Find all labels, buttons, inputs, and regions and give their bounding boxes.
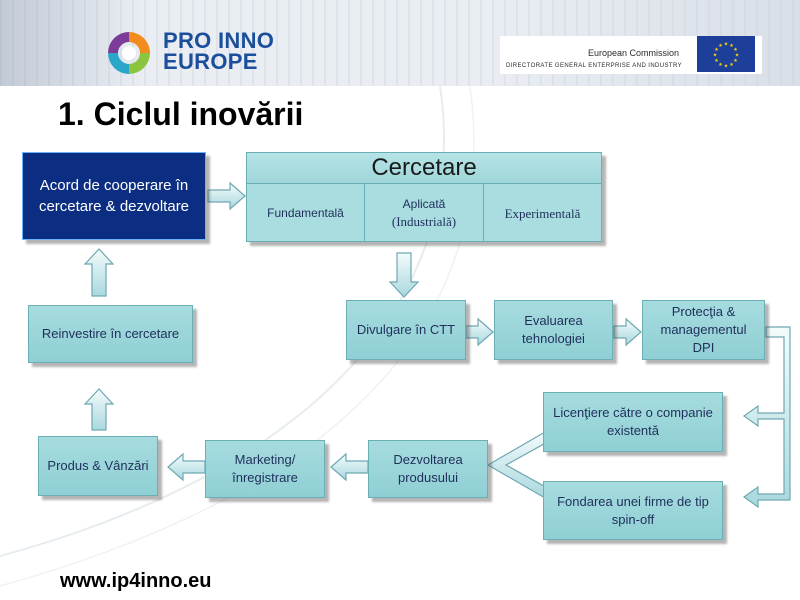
ec-directorate: DIRECTORATE GENERAL ENTERPRISE AND INDUS…: [506, 63, 683, 69]
eu-star-icon: ★: [735, 53, 740, 59]
box-protectia: Protecţia & managementul DPI: [642, 300, 765, 360]
box-marketing: Marketing/ înregistrare: [205, 440, 325, 498]
arrow-reinvestire-to-acord: [83, 248, 115, 297]
brand-name: PRO INNO EUROPE: [163, 28, 275, 74]
arrow-divulgare-to-evaluarea: [465, 317, 494, 347]
produs-label: Produs & Vânzări: [47, 458, 149, 473]
cell-experimentala: Experimentală: [484, 184, 601, 242]
footer-url: www.ip4inno.eu: [60, 570, 212, 592]
protectia-label: Protecţia & managementul DPI: [660, 304, 747, 355]
box-cercetare: Cercetare Fundamentală Aplicată (Industr…: [246, 152, 602, 242]
eu-star-icon: ★: [714, 47, 719, 53]
cell-fundamentala: Fundamentală: [247, 184, 365, 242]
box-dezvoltarea: Dezvoltarea produsului: [368, 440, 488, 498]
arrow-acord-to-cercetare: [207, 181, 246, 211]
fondarea-label: Fondarea unei firme de tip spin-off: [557, 493, 709, 527]
eu-flag-icon: ★★★★★★★★★★★★: [697, 36, 755, 72]
eu-star-icon: ★: [729, 62, 734, 68]
licentiere-label: Licenţiere către o companie existentă: [553, 405, 713, 438]
brand-line-1: PRO INNO: [163, 28, 275, 53]
aplicata-label: Aplicată: [402, 197, 446, 211]
cell-aplicata: Aplicată (Industrială): [365, 184, 484, 242]
acord-label: Acord de cooperare în cercetare & dezvol…: [38, 177, 190, 215]
eu-star-icon: ★: [729, 43, 734, 49]
reinvestire-label: Reinvestire în cercetare: [41, 326, 180, 341]
arrow-marketing-to-produs: [167, 452, 206, 482]
brand-line-2: EUROPE: [163, 49, 258, 74]
marketing-label: Marketing/ înregistrare: [232, 452, 298, 485]
arrow-evaluarea-to-protectia: [613, 317, 642, 347]
eu-flag-background: [697, 36, 755, 72]
eu-star-icon: ★: [733, 47, 738, 53]
box-acord-cooperare: Acord de cooperare în cercetare & dezvol…: [22, 152, 206, 240]
eu-star-icon: ★: [724, 64, 729, 70]
cercetare-title: Cercetare: [247, 153, 601, 184]
box-reinvestire: Reinvestire în cercetare: [28, 305, 193, 363]
box-licentiere: Licenţiere către o companie existentă: [543, 392, 723, 452]
eu-star-icon: ★: [718, 43, 723, 49]
arrow-produs-to-reinvestire: [83, 388, 115, 431]
fundamentala-label: Fundamentală: [267, 205, 344, 220]
eu-star-icon: ★: [733, 58, 738, 64]
eu-star-icon: ★: [714, 58, 719, 64]
eu-star-icon: ★: [713, 53, 718, 59]
industriala-label: (Industrială): [391, 214, 457, 229]
eu-star-icon: ★: [724, 42, 729, 48]
divulgare-label: Divulgare în CTT: [356, 322, 456, 337]
eu-star-icon: ★: [718, 62, 723, 68]
arrow-dezvoltarea-to-marketing: [330, 452, 369, 482]
box-evaluarea: Evaluarea tehnologiei: [494, 300, 613, 360]
box-produs: Produs & Vânzări: [38, 436, 158, 496]
box-divulgare: Divulgare în CTT: [346, 300, 466, 360]
ec-name: European Commission: [588, 48, 680, 58]
dezvoltarea-label: Dezvoltarea produsului: [393, 452, 463, 485]
evaluarea-label: Evaluarea tehnologiei: [522, 313, 585, 346]
pro-inno-logo-icon: [108, 32, 150, 74]
experimentala-label: Experimentală: [504, 205, 581, 221]
slide-title: 1. Ciclul inovării: [58, 96, 304, 132]
box-fondarea: Fondarea unei firme de tip spin-off: [543, 481, 723, 540]
arrow-cercetare-to-divulgare: [388, 252, 420, 298]
arrow-to-dezvoltarea: [486, 431, 552, 499]
